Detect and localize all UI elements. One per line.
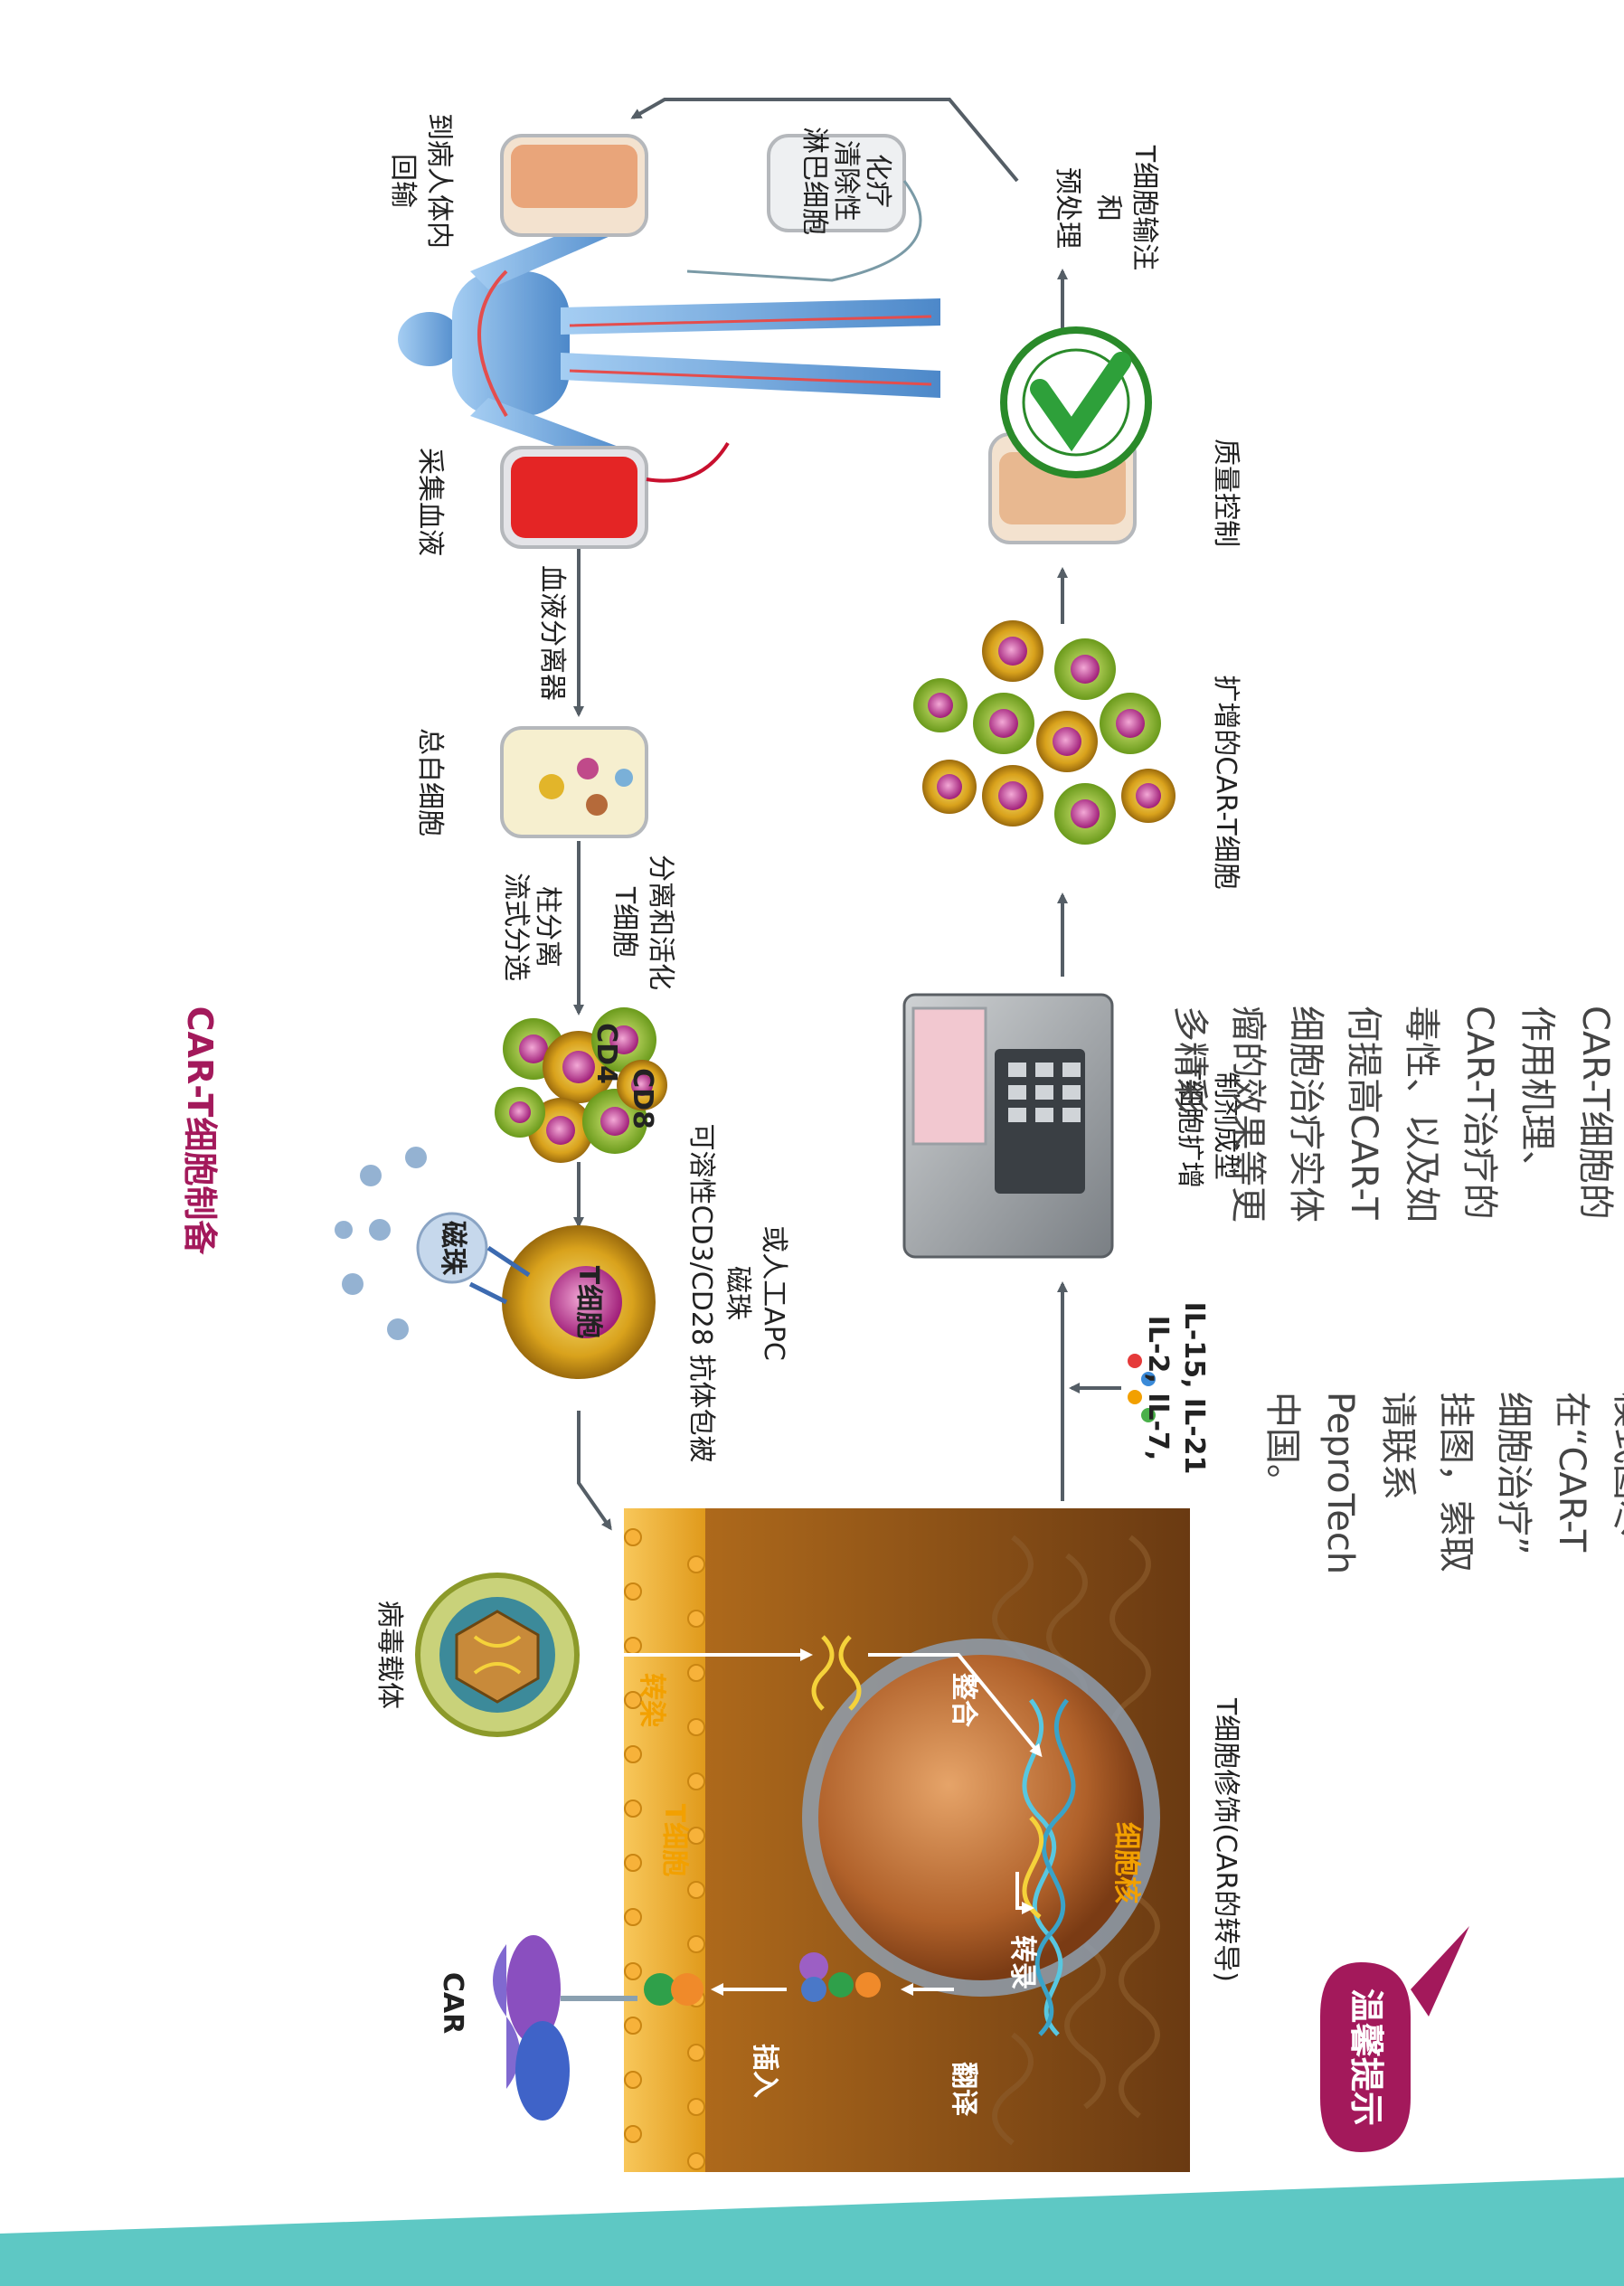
label-modification: T细胞修饰(CAR的转导) xyxy=(1210,1697,1242,1983)
label-return-2: 到病人体内 xyxy=(423,113,455,249)
label-transfection: 转染 xyxy=(636,1673,667,1727)
expanded-car-t-cluster xyxy=(913,620,1176,845)
human-body xyxy=(398,208,940,470)
label-cd8: CD8 xyxy=(627,1068,658,1129)
label-separator: 血液分离器 xyxy=(536,565,568,701)
qc-approved-badge xyxy=(1000,326,1152,478)
car-protein-cytoplasm xyxy=(799,1952,881,2002)
viral-vector xyxy=(415,1573,580,1737)
chemo-bag xyxy=(686,134,922,282)
label-activation-2: 磁珠 xyxy=(722,1266,753,1320)
label-lymph-1: 淋巴细胞 xyxy=(798,127,830,235)
label-activation-3: 或人工APC xyxy=(758,1225,789,1361)
label-insertion: 插入 xyxy=(749,2044,780,2098)
wbc-bag xyxy=(500,726,648,838)
label-viral-vector: 病毒载体 xyxy=(373,1601,405,1709)
label-expanded: 扩增的CAR-T细胞 xyxy=(1210,675,1242,890)
label-flow-sort-2: 柱分离 xyxy=(532,886,563,968)
label-nucleus: 细胞核 xyxy=(1110,1822,1142,1903)
label-integration: 整合 xyxy=(948,1673,979,1727)
label-transcription: 转录 xyxy=(1006,1935,1038,1989)
return-bag xyxy=(500,134,648,237)
tcell-activation xyxy=(335,1147,656,1379)
label-precond-1: 预处理 xyxy=(1052,167,1083,249)
bioreactor-machine xyxy=(902,993,1114,1259)
label-il-line1: IL-2, IL-7, xyxy=(1142,1315,1174,1461)
notice-line-2: 模式图尽在“CAR-T细胞治疗” 挂图，索取请联系PeproTech中国。 xyxy=(1261,1391,1624,1575)
notice-line-1: CAR-T细胞的作用机理、CAR-T治疗的毒性、以及如何提高CAR-T细胞治疗实… xyxy=(1169,1006,1616,1223)
label-precond-2: 和 xyxy=(1092,194,1124,222)
notice-badge-bubble xyxy=(1320,1926,1469,2152)
label-total-wbc: 总白细胞 xyxy=(414,728,446,836)
label-qc: 质量控制 xyxy=(1210,439,1242,547)
label-tcell-sep-1: T细胞 xyxy=(609,886,640,959)
label-lymph-3: 化疗 xyxy=(862,154,893,208)
label-lymph-2: 清除性 xyxy=(830,140,862,222)
label-il-line2: IL-15, IL-21 xyxy=(1178,1301,1210,1475)
car-protein-membrane xyxy=(644,1973,703,2006)
tcell-panel xyxy=(579,1508,1190,2172)
label-flow-sort-1: 流式分选 xyxy=(500,873,532,981)
notice-badge: 温馨提示 xyxy=(1345,1988,1386,2127)
label-collect-blood: 采集血液 xyxy=(414,448,446,556)
label-precond-3: T细胞输注 xyxy=(1128,145,1160,271)
cd4-cd8-cluster xyxy=(495,1007,667,1163)
label-translation: 翻译 xyxy=(948,2062,979,2116)
label-tcell-sep-2: 分离和活化 xyxy=(645,855,676,990)
teal-band xyxy=(0,2177,1624,2286)
label-car: CAR xyxy=(437,1971,468,2035)
label-beads: 磁珠 xyxy=(437,1221,468,1275)
label-tcell-membrane: T细胞 xyxy=(658,1803,690,1877)
label-return-1: 回输 xyxy=(387,154,419,208)
label-tcell: T细胞 xyxy=(572,1265,604,1339)
page-title: CAR-T细胞制备 xyxy=(179,1006,220,1255)
cytokine-dots xyxy=(1128,1354,1156,1422)
blood-bag xyxy=(500,441,730,549)
car-receptor xyxy=(493,1935,637,2121)
label-cd4: CD4 xyxy=(590,1023,622,1084)
label-activation-1: 可溶性CD3/CD28 抗体包被 xyxy=(685,1123,717,1463)
